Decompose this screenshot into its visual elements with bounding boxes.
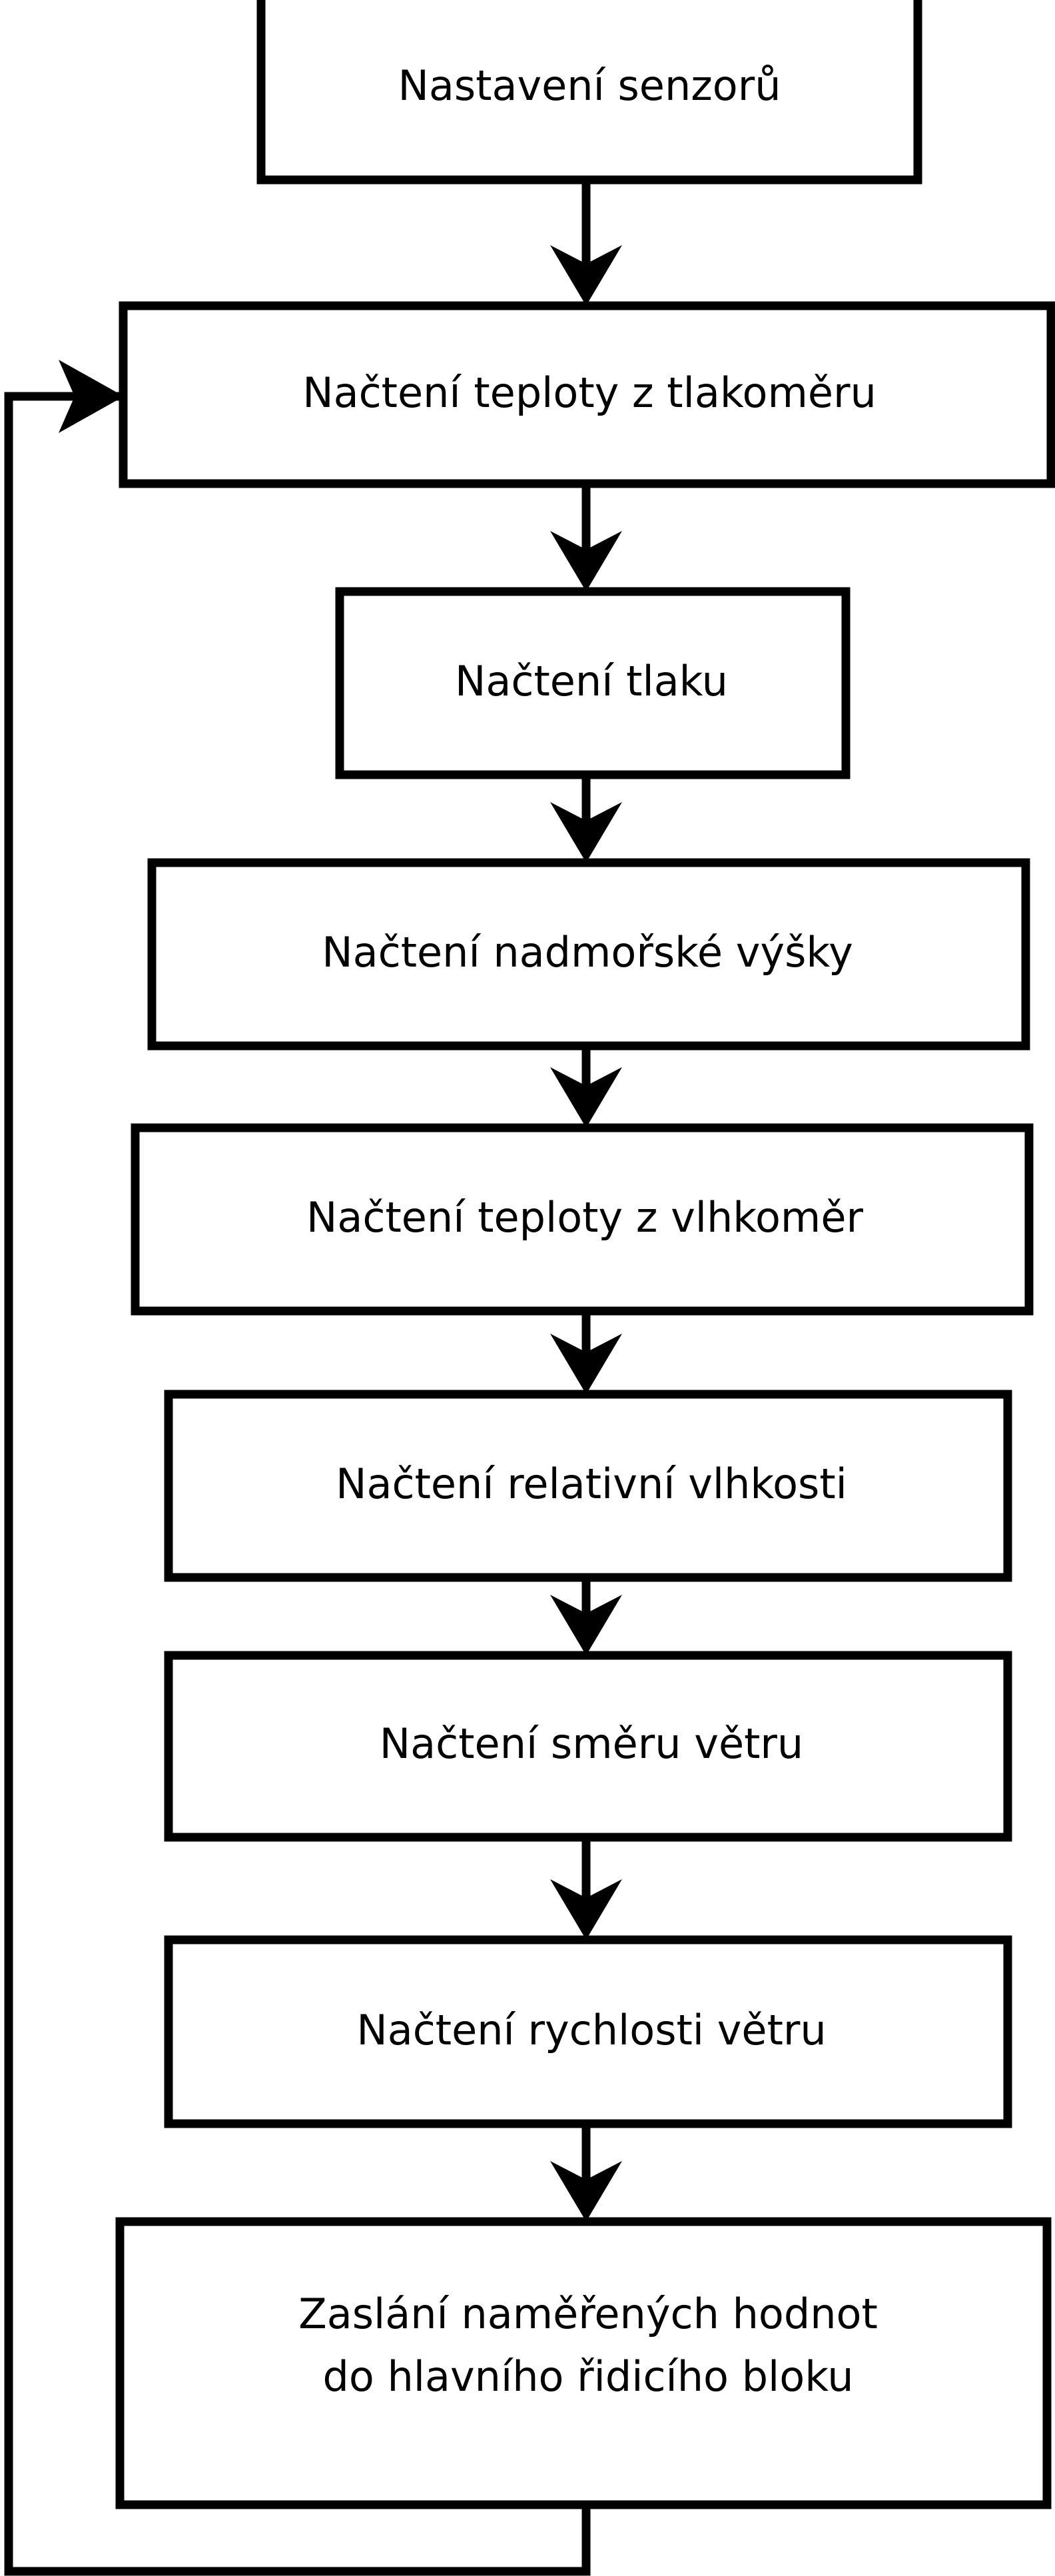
arrow-down-icon <box>550 245 622 306</box>
node-read-wind-dir-label: Načtení směru větru <box>380 1719 803 1768</box>
node-send-values-label-line1: Zaslání naměřených hodnot <box>298 2290 878 2338</box>
node-read-wind-dir[interactable]: Načtení směru větru <box>164 1651 1012 1842</box>
node-read-humidity[interactable]: Načtení relativní vlhkosti <box>164 1390 1012 1582</box>
edge-send-values-to-read-temp-baro <box>4 360 591 2576</box>
node-read-temp-hygro-box[interactable] <box>131 1123 1034 1316</box>
loopback-arrowhead-icon <box>59 360 124 433</box>
edge-read-altitude-to-read-temp-hygro <box>550 1046 622 1128</box>
node-read-wind-speed-box[interactable] <box>164 1935 1012 2128</box>
edge-read-wind-dir-to-read-wind-speed <box>550 1837 622 1940</box>
node-read-temp-hygro[interactable]: Načtení teploty z vlhkoměr <box>131 1123 1034 1316</box>
node-send-values-box[interactable] <box>115 2217 1052 2509</box>
node-read-humidity-box[interactable] <box>164 1390 1012 1582</box>
edge-read-humidity-to-read-wind-dir <box>550 1577 622 1655</box>
edge-setup-to-read-temp-baro <box>550 180 622 306</box>
node-read-pressure-box[interactable] <box>335 587 851 779</box>
edge-read-wind-speed-to-send-values <box>550 2124 622 2222</box>
node-read-wind-dir-box[interactable] <box>164 1651 1012 1842</box>
node-read-pressure[interactable]: Načtení tlaku <box>335 587 851 779</box>
arrow-down-icon <box>550 531 622 592</box>
node-read-temp-hygro-label: Načtení teploty z vlhkoměr <box>306 1193 863 1242</box>
loopback-path <box>4 392 591 2576</box>
node-setup-box[interactable] <box>256 0 922 185</box>
node-read-temp-baro[interactable]: Načtení teploty z tlakoměru <box>119 301 1055 488</box>
edge-read-temp-hygro-to-read-humidity <box>550 1311 622 1394</box>
arrow-down-icon <box>550 1879 622 1940</box>
node-read-altitude-box[interactable] <box>147 858 1030 1051</box>
edge-read-temp-baro-to-read-pressure <box>550 484 622 592</box>
edge-read-pressure-to-read-altitude <box>550 775 622 863</box>
node-setup[interactable]: Nastavení senzorů <box>256 0 922 185</box>
node-read-wind-speed-label: Načtení rychlosti větru <box>356 2006 826 2054</box>
node-send-values-label-line2: do hlavního řidicího bloku <box>322 2352 853 2401</box>
node-read-pressure-label: Načtení tlaku <box>455 657 728 705</box>
arrow-down-icon <box>550 2161 622 2222</box>
node-read-humidity-label: Načtení relativní vlhkosti <box>336 1460 847 1508</box>
arrow-down-icon <box>550 1595 622 1655</box>
node-read-wind-speed[interactable]: Načtení rychlosti větru <box>164 1935 1012 2128</box>
node-send-values[interactable]: Zaslání naměřených hodnot do hlavního ři… <box>115 2217 1052 2509</box>
node-read-temp-baro-box[interactable] <box>119 301 1055 488</box>
node-read-altitude-label: Načtení nadmořské výšky <box>322 928 853 977</box>
node-setup-label: Nastavení senzorů <box>398 61 781 110</box>
arrow-down-icon <box>550 1067 622 1128</box>
node-read-altitude[interactable]: Načtení nadmořské výšky <box>147 858 1030 1051</box>
node-read-temp-baro-label: Načtení teploty z tlakoměru <box>302 368 877 417</box>
arrow-down-icon <box>550 1334 622 1394</box>
arrow-down-icon <box>550 802 622 863</box>
